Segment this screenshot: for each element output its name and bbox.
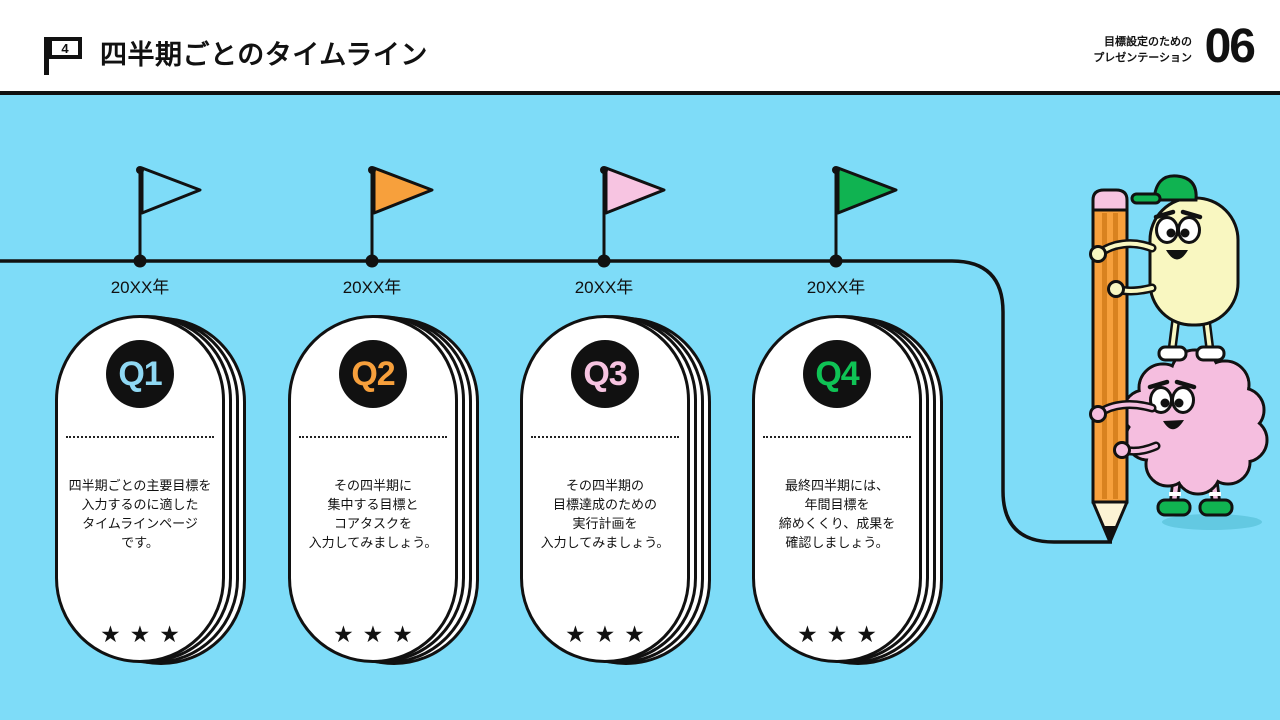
milestone-year: 20XX年 xyxy=(574,278,634,297)
dotted-divider xyxy=(66,436,214,438)
stars-icon: ★★★ xyxy=(565,621,654,647)
card-text: 四半期ごとの主要目標を 入力するのに適した タイムラインページ です。 xyxy=(68,478,212,550)
stars-icon: ★★★ xyxy=(100,621,189,647)
flag-pole xyxy=(44,37,49,75)
card-q3: Q3 その四半期の 目標達成のための 実行計画を 入力してみましょう。 ★★★ xyxy=(520,315,711,665)
card-q2: Q2 その四半期に 集中する目標と コアタスクを 入力してみましょう。 ★★★ xyxy=(288,315,479,665)
card-text: その四半期に 集中する目標と コアタスクを 入力してみましょう。 xyxy=(308,478,438,550)
milestone-2: 20XX年 xyxy=(292,160,452,305)
milestone-year: 20XX年 xyxy=(342,278,402,297)
card-text: その四半期の 目標達成のための 実行計画を 入力してみましょう。 xyxy=(540,478,670,550)
pink-character-arms xyxy=(1089,400,1161,459)
milestone-flag-icon xyxy=(829,166,898,268)
page-title: 四半期ごとのタイムライン xyxy=(100,40,428,70)
card-body: Q2 その四半期に 集中する目標と コアタスクを 入力してみましょう。 ★★★ xyxy=(288,315,458,663)
milestone-year: 20XX年 xyxy=(806,278,866,297)
quarter-badge: Q3 xyxy=(571,340,639,408)
milestone-flag-icon xyxy=(365,166,434,268)
stars-icon: ★★★ xyxy=(797,621,886,647)
card-q1: Q1 四半期ごとの主要目標を 入力するのに適した タイムラインページ です。 ★… xyxy=(55,315,246,665)
milestone-flag-icon xyxy=(133,166,202,268)
card-body: Q4 最終四半期には、 年間目標を 締めくくり、成果を 確認しましょう。 ★★★ xyxy=(752,315,922,663)
pink-character-face xyxy=(1147,379,1197,430)
card-body: Q3 その四半期の 目標達成のための 実行計画を 入力してみましょう。 ★★★ xyxy=(520,315,690,663)
deck-label-line1: 目標設定のための xyxy=(1104,36,1192,48)
dotted-divider xyxy=(299,436,447,438)
deck-label: 目標設定のための プレゼンテーション xyxy=(1093,35,1192,67)
stars-icon: ★★★ xyxy=(333,621,422,647)
pencil-characters-illustration xyxy=(1089,174,1269,544)
milestone-year: 20XX年 xyxy=(110,278,170,297)
yellow-character-face xyxy=(1153,209,1203,260)
milestone-4: 20XX年 xyxy=(756,160,916,305)
page-number: 06 xyxy=(1204,20,1256,73)
milestone-1: 20XX年 xyxy=(60,160,220,305)
card-body: Q1 四半期ごとの主要目標を 入力するのに適した タイムラインページ です。 ★… xyxy=(55,315,225,663)
flag-number-icon: 4 xyxy=(44,37,88,77)
quarter-badge: Q4 xyxy=(803,340,871,408)
dotted-divider xyxy=(531,436,679,438)
dotted-divider xyxy=(763,436,911,438)
header-bar: 4 四半期ごとのタイムライン 目標設定のための プレゼンテーション 06 xyxy=(0,0,1280,95)
green-cap-icon xyxy=(1130,174,1198,205)
quarter-badge: Q1 xyxy=(106,340,174,408)
deck-label-line2: プレゼンテーション xyxy=(1093,51,1192,64)
milestone-3: 20XX年 xyxy=(524,160,684,305)
card-q4: Q4 最終四半期には、 年間目標を 締めくくり、成果を 確認しましょう。 ★★★ xyxy=(752,315,943,665)
card-text: 最終四半期には、 年間目標を 締めくくり、成果を 確認しましょう。 xyxy=(778,478,896,550)
yellow-character-legs xyxy=(1157,313,1226,362)
milestone-flag-icon xyxy=(597,166,666,268)
quarter-badge: Q2 xyxy=(339,340,407,408)
yellow-character-arms xyxy=(1089,239,1157,298)
flag-number: 4 xyxy=(48,37,82,59)
pencil-icon xyxy=(1091,188,1129,544)
